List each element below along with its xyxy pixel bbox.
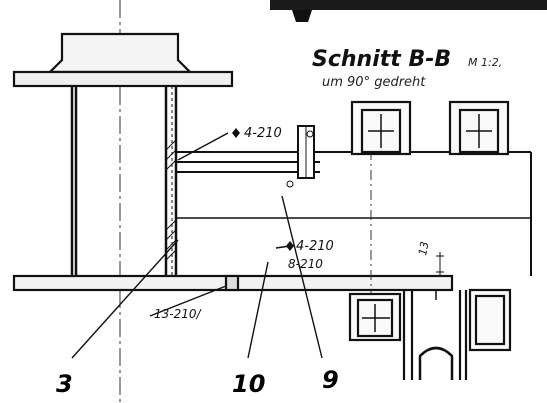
dimension-13-label: 13 <box>416 240 431 256</box>
left-post <box>70 86 178 276</box>
upper-weld-label: 4-210 <box>244 126 282 141</box>
section-title: Schnitt B-B <box>312 47 451 72</box>
section-note: um 90° gedreht <box>322 75 426 90</box>
top-cut-element <box>270 0 547 22</box>
leader-lines <box>71 132 323 359</box>
lower-right-plates <box>402 290 468 380</box>
weld-symbols <box>232 128 314 251</box>
bottom-weld-label: 13-210/ <box>154 307 203 321</box>
right-upper-blocks <box>350 100 510 156</box>
part-number-10: 10 <box>232 370 265 398</box>
part-number-3: 3 <box>56 370 73 398</box>
lower-weld-label: 4-210 <box>296 239 334 254</box>
weld-hatch <box>165 139 177 261</box>
section-scale: M 1:2, <box>468 56 502 69</box>
lower-weld-label-2: 8-210 <box>288 257 323 271</box>
dimension-13 <box>436 252 444 276</box>
top-flange <box>12 32 234 88</box>
right-lower-blocks <box>348 288 512 352</box>
base-plate <box>12 274 454 292</box>
part-number-9: 9 <box>322 366 339 394</box>
